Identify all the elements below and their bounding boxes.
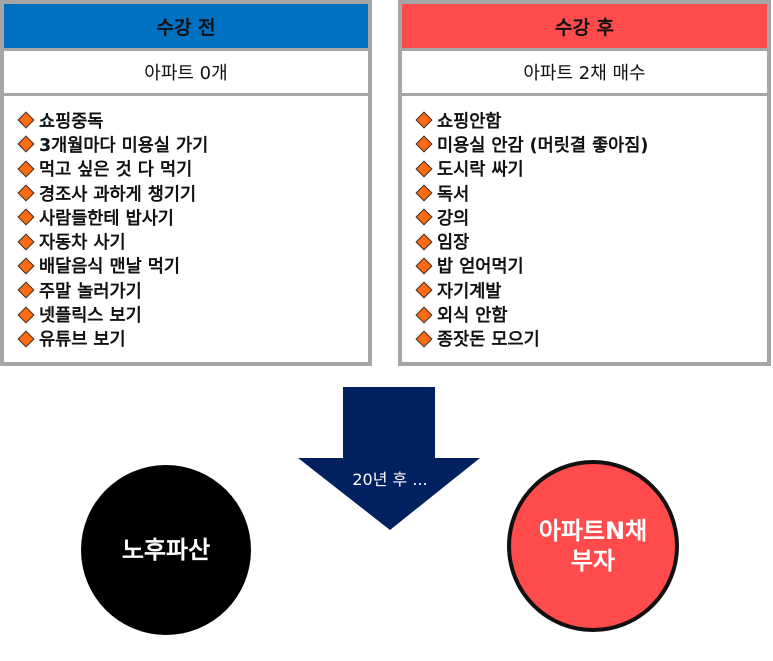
list-item-text: 도시락 싸기 <box>437 160 524 181</box>
list-item: 외식 안함 <box>415 302 767 327</box>
list-item-text: 경조사 과하게 챙기기 <box>39 184 197 205</box>
diamond-bullet-icon <box>17 160 35 178</box>
before-title: 수강 전 <box>4 4 368 48</box>
list-item: 도시락 싸기 <box>415 157 767 181</box>
after-subtitle: 아파트 2채 매수 <box>402 51 767 93</box>
list-item: 3개월마다 미용실 가기 <box>17 132 368 156</box>
outcome-before-circle: 노후파산 <box>81 465 251 635</box>
list-item-text: 넷플릭스 보기 <box>39 306 142 327</box>
diamond-bullet-icon <box>17 233 35 251</box>
list-item: 사람들한테 밥사기 <box>17 205 368 229</box>
list-item-text: 강의 <box>437 208 470 229</box>
list-item-text: 독서 <box>437 184 470 205</box>
list-item-text: 밥 얻어먹기 <box>437 257 524 278</box>
list-item: 쇼핑중독 <box>17 108 368 132</box>
list-item-text: 사람들한테 밥사기 <box>39 208 174 229</box>
list-item-text: 외식 안함 <box>437 306 508 327</box>
list-item: 독서 <box>415 181 767 205</box>
list-item-text: 쇼핑안함 <box>437 111 502 132</box>
diamond-bullet-icon <box>415 160 433 178</box>
list-item: 밥 얻어먹기 <box>415 254 767 278</box>
list-item-text: 임장 <box>437 233 470 254</box>
diamond-bullet-icon <box>17 330 35 348</box>
list-item: 임장 <box>415 229 767 254</box>
diamond-bullet-icon <box>415 233 433 251</box>
diamond-bullet-icon <box>415 257 433 275</box>
list-item: 자동차 사기 <box>17 229 368 254</box>
list-item-text: 먹고 싶은 것 다 먹기 <box>39 160 193 181</box>
diamond-bullet-icon <box>415 306 433 324</box>
diamond-bullet-icon <box>415 184 433 202</box>
list-item: 넷플릭스 보기 <box>17 302 368 327</box>
list-item: 강의 <box>415 205 767 229</box>
down-arrow-icon <box>298 387 480 530</box>
diamond-bullet-icon <box>415 135 433 153</box>
diamond-bullet-icon <box>17 257 35 275</box>
list-item: 배달음식 맨날 먹기 <box>17 254 368 278</box>
diamond-bullet-icon <box>415 330 433 348</box>
diamond-bullet-icon <box>415 281 433 299</box>
list-item-text: 주말 놀러가기 <box>39 281 142 302</box>
outcome-after-line2: 부자 <box>570 547 616 575</box>
diamond-bullet-icon <box>415 111 433 129</box>
list-item: 미용실 안감 (머릿결 좋아짐) <box>415 132 767 156</box>
outcome-before-text: 노후파산 <box>121 536 211 564</box>
list-item: 자기계발 <box>415 278 767 302</box>
list-item-text: 종잣돈 모으기 <box>437 330 540 351</box>
list-item-text: 유튜브 보기 <box>39 330 126 351</box>
list-item-text: 자동차 사기 <box>39 233 126 254</box>
list-item: 유튜브 보기 <box>17 327 368 351</box>
diamond-bullet-icon <box>17 111 35 129</box>
list-item: 경조사 과하게 챙기기 <box>17 181 368 205</box>
list-item-text: 배달음식 맨날 먹기 <box>39 257 180 278</box>
diamond-bullet-icon <box>17 184 35 202</box>
after-title: 수강 후 <box>402 4 767 48</box>
list-item: 먹고 싶은 것 다 먹기 <box>17 157 368 181</box>
list-item: 주말 놀러가기 <box>17 278 368 302</box>
list-item: 쇼핑안함 <box>415 108 767 132</box>
diamond-bullet-icon <box>17 135 35 153</box>
diamond-bullet-icon <box>17 208 35 226</box>
list-item-text: 미용실 안감 (머릿결 좋아짐) <box>437 135 649 156</box>
before-subtitle: 아파트 0개 <box>4 51 368 93</box>
diamond-bullet-icon <box>17 306 35 324</box>
list-item: 종잣돈 모으기 <box>415 327 767 351</box>
list-item-text: 3개월마다 미용실 가기 <box>39 135 209 156</box>
outcome-after-line1: 아파트N채 <box>538 517 648 545</box>
diamond-bullet-icon <box>17 281 35 299</box>
arrow-label: 20년 후 ... <box>352 470 428 489</box>
list-item-text: 쇼핑중독 <box>39 111 104 132</box>
diamond-bullet-icon <box>415 208 433 226</box>
list-item-text: 자기계발 <box>437 281 502 302</box>
